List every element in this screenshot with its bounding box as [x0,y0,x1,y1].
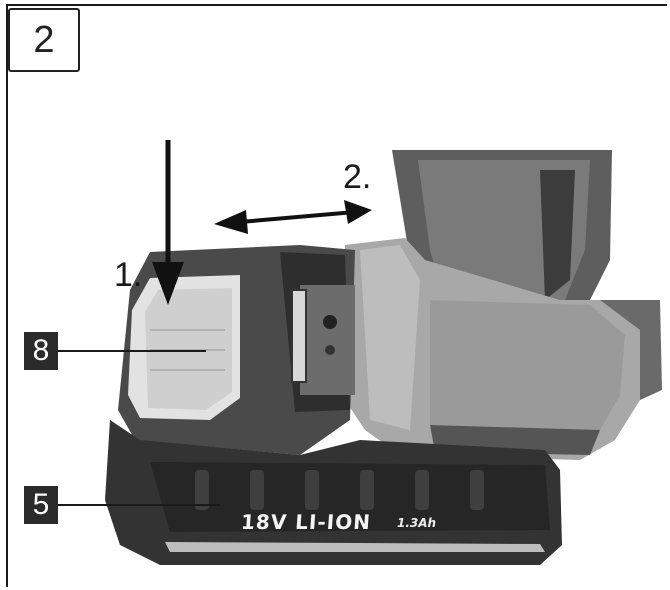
callout-battery: 5 [24,486,58,524]
leader-line-battery [58,504,220,506]
step-1-label: 1. [114,256,143,294]
figure-frame [6,4,667,587]
step-2-label: 2. [343,158,372,196]
battery-label-main: 18V LI-ION [240,510,372,534]
step-number-box: 2 [8,8,80,72]
battery-label-capacity: 1.3Ah [397,516,437,530]
leader-line-release-button [58,350,206,352]
drill-battery-photo [8,75,670,590]
callout-release-button: 8 [24,332,58,370]
